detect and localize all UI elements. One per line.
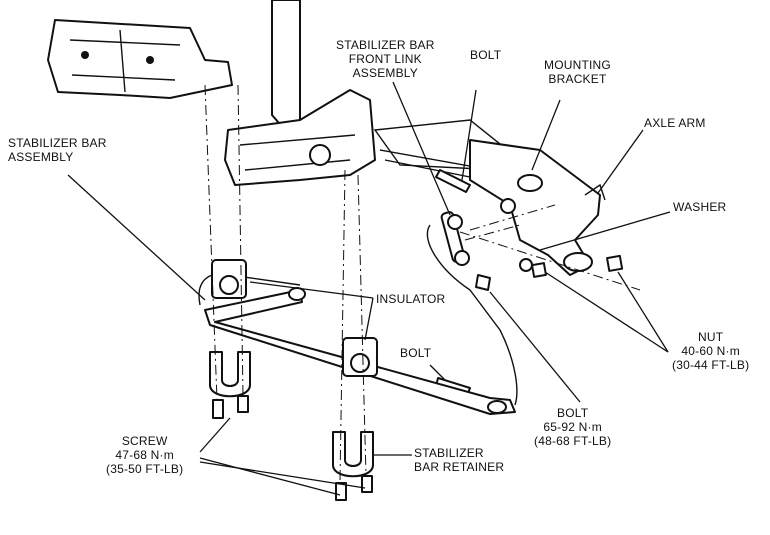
label-insulator: INSULATOR [376,292,446,306]
axle-arm-part [469,139,606,276]
retainer-parts [209,351,374,478]
insulator-parts [211,259,378,377]
frame-crossmember [224,89,522,186]
label-bolt-torque: BOLT 65-92 N·m (48-68 FT-LB) [534,406,612,448]
label-mounting-bracket: MOUNTING BRACKET [544,58,611,86]
assembly-centerlines [204,84,641,481]
label-front-link-assembly: STABILIZER BAR FRONT LINK ASSEMBLY [336,38,435,80]
label-screw: SCREW 47-68 N·m (35-50 FT-LB) [106,434,184,476]
leader-lines [67,81,671,496]
label-washer: WASHER [673,200,727,214]
label-stabilizer-bar-assembly: STABILIZER BAR ASSEMBLY [8,136,107,164]
upper-frame-rail [47,0,301,131]
front-link-part [440,198,516,266]
label-nut: NUT 40-60 N·m (30-44 FT-LB) [672,330,750,372]
label-axle-arm: AXLE ARM [644,116,706,130]
label-bolt-top: BOLT [470,48,502,62]
label-stabilizer-bar-retainer: STABILIZER BAR RETAINER [414,446,505,474]
label-bolt-mid: BOLT [400,346,432,360]
